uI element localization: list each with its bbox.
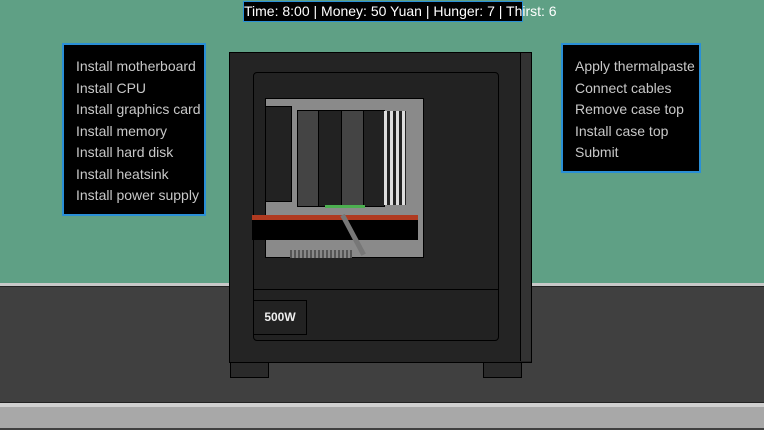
menu-item-install-case-top[interactable]: Install case top: [575, 122, 669, 139]
cpu-socket-strip: [325, 205, 365, 208]
memory-slots[interactable]: [384, 111, 406, 205]
menu-item-submit[interactable]: Submit: [575, 144, 619, 160]
psu-shroud-line: [253, 289, 498, 290]
case-side-edge: [520, 53, 531, 361]
status-hud: Time: 8:00 | Money: 50 Yuan | Hunger: 7 …: [243, 1, 557, 22]
right-action-menu: Apply thermalpaste Connect cables Remove…: [561, 43, 701, 173]
menu-item-install-hard-disk[interactable]: Install hard disk: [76, 144, 174, 160]
menu-item-install-memory[interactable]: Install memory: [76, 122, 168, 139]
menu-item-install-power-supply[interactable]: Install power supply: [76, 187, 199, 203]
menu-item-install-motherboard[interactable]: Install motherboard: [76, 58, 196, 74]
sata-connector: [290, 250, 352, 258]
heatsink[interactable]: [297, 110, 385, 207]
left-action-menu: Install motherboard Install CPU Install …: [62, 43, 206, 216]
graphics-card[interactable]: [252, 215, 418, 240]
menu-item-connect-cables[interactable]: Connect cables: [575, 79, 672, 96]
menu-item-install-graphics-card[interactable]: Install graphics card: [76, 101, 201, 117]
menu-item-remove-case-top[interactable]: Remove case top: [575, 101, 684, 117]
io-shield: [265, 106, 292, 202]
psu-label-box: 500W: [253, 300, 307, 335]
menu-item-install-heatsink[interactable]: Install heatsink: [76, 165, 169, 182]
menu-item-install-cpu[interactable]: Install CPU: [76, 79, 147, 96]
menu-item-apply-thermalpaste[interactable]: Apply thermalpaste: [575, 58, 695, 74]
